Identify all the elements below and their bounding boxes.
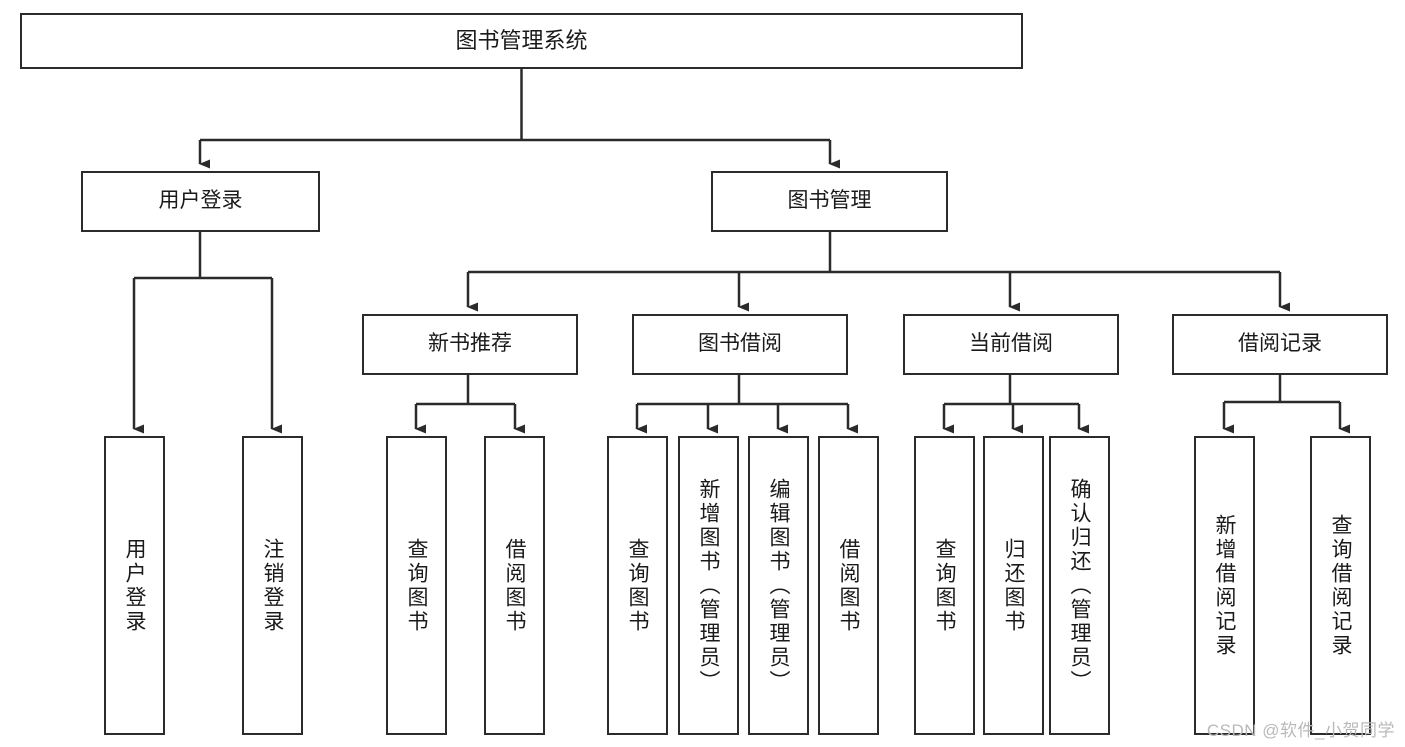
node-leaf-borrow-book-rec[interactable]: 借阅图书 (484, 436, 545, 735)
node-leaf-query-book-bb-label: 查询图书 (626, 537, 649, 634)
node-leaf-query-book-cb-label: 查询图书 (933, 537, 956, 634)
node-leaf-edit-book-label: 编辑图书（管理员） (767, 477, 790, 694)
node-user-login-label: 用户登录 (158, 189, 243, 213)
node-borrow-record-label: 借阅记录 (1238, 332, 1322, 356)
node-leaf-add-record[interactable]: 新增借阅记录 (1194, 436, 1255, 735)
node-leaf-query-book-bb[interactable]: 查询图书 (607, 436, 668, 735)
node-leaf-borrow-book-bb[interactable]: 借阅图书 (818, 436, 879, 735)
node-current-borrow-label: 当前借阅 (969, 332, 1053, 356)
node-leaf-query-book-cb[interactable]: 查询图书 (914, 436, 975, 735)
node-leaf-return-book[interactable]: 归还图书 (983, 436, 1044, 735)
csdn-watermark: CSDN @软件_小贺同学 (1206, 721, 1395, 740)
node-leaf-borrow-book-bb-label: 借阅图书 (837, 537, 860, 634)
node-leaf-user-login[interactable]: 用户登录 (104, 436, 165, 735)
node-root-label: 图书管理系统 (455, 28, 588, 54)
node-leaf-logout-label: 注销登录 (261, 537, 284, 634)
connector-group (132, 69, 1350, 434)
node-leaf-borrow-book-rec-label: 借阅图书 (503, 537, 526, 634)
node-new-book-rec-label: 新书推荐 (428, 332, 512, 356)
node-leaf-query-book-rec[interactable]: 查询图书 (386, 436, 447, 735)
node-new-book-rec[interactable]: 新书推荐 (362, 314, 578, 375)
node-leaf-query-book-rec-label: 查询图书 (405, 537, 428, 634)
node-book-manage[interactable]: 图书管理 (711, 171, 948, 232)
node-leaf-return-book-label: 归还图书 (1002, 537, 1025, 634)
node-leaf-confirm-return[interactable]: 确认归还（管理员） (1049, 436, 1110, 735)
node-book-borrow[interactable]: 图书借阅 (632, 314, 848, 375)
node-leaf-query-record-label: 查询借阅记录 (1329, 513, 1352, 658)
node-leaf-user-login-label: 用户登录 (123, 537, 146, 634)
node-root[interactable]: 图书管理系统 (20, 13, 1023, 69)
node-book-borrow-label: 图书借阅 (698, 332, 782, 356)
node-current-borrow[interactable]: 当前借阅 (903, 314, 1119, 375)
node-user-login[interactable]: 用户登录 (81, 171, 320, 232)
node-book-manage-label: 图书管理 (787, 189, 872, 213)
node-leaf-logout[interactable]: 注销登录 (242, 436, 303, 735)
node-leaf-add-record-label: 新增借阅记录 (1213, 513, 1236, 658)
node-leaf-add-book-label: 新增图书（管理员） (697, 477, 720, 694)
node-leaf-confirm-return-label: 确认归还（管理员） (1068, 477, 1091, 694)
node-leaf-add-book[interactable]: 新增图书（管理员） (678, 436, 739, 735)
node-leaf-edit-book[interactable]: 编辑图书（管理员） (748, 436, 809, 735)
node-leaf-query-record[interactable]: 查询借阅记录 (1310, 436, 1371, 735)
node-borrow-record[interactable]: 借阅记录 (1172, 314, 1388, 375)
